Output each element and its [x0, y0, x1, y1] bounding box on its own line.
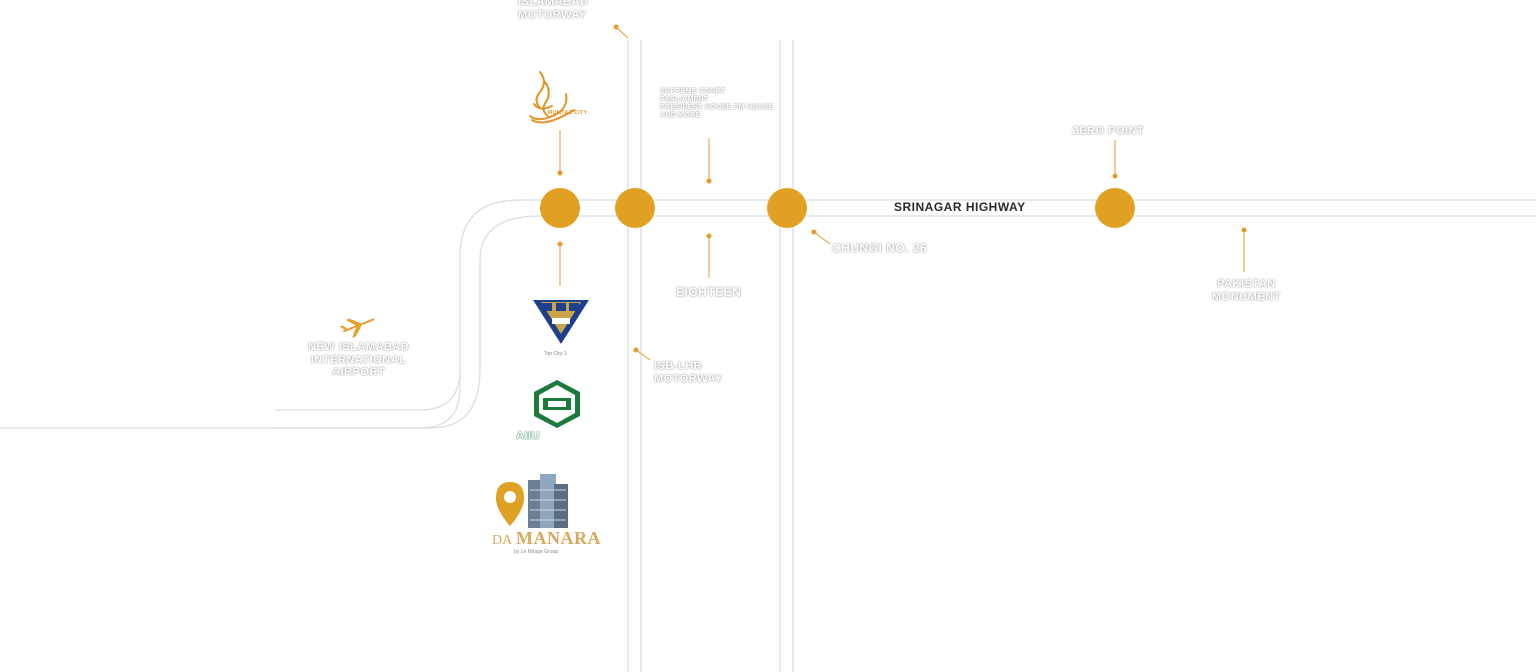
zero-point-label: ZERO POINT [1072, 125, 1145, 137]
isb-lhr-motorway-line-2: MOTORWAY [654, 372, 723, 385]
leader-mumtaz-dot [557, 170, 563, 176]
da-manara-manara-text: MANARA [516, 528, 601, 548]
leader-isb-motorway [615, 26, 629, 39]
supreme-court-label: SUPREME COURT PARLIAMENT PRESIDENT HOUSE… [660, 88, 773, 120]
airport-line-1: NEW ISLAMABAD [308, 341, 410, 353]
aiiu-text: AIIU [516, 430, 540, 442]
airport-road-edge-3 [275, 369, 461, 411]
isb-lhr-motorway-line-1: ISB-LHR [654, 360, 703, 372]
leader-chungi [813, 231, 831, 245]
isb-lhr-motorway-label: ISB-LHR MOTORWAY [654, 360, 723, 385]
chungi-label: CHUNGI NO. 26 [832, 241, 928, 255]
airport-label: NEW ISLAMABAD INTERNATIONAL AIRPORT [308, 341, 409, 379]
leader-zero-point-dot [1112, 173, 1118, 179]
da-manara-logo [496, 474, 568, 528]
supreme-court-line-4: AND MORE [660, 112, 701, 120]
leader-lhr-motorway-dot [633, 347, 639, 353]
leader-lhr-motorway [635, 349, 651, 361]
leader-eighteen-dot [706, 233, 712, 239]
airport-line-2: INTERNATIONAL [310, 353, 407, 366]
top-city-logo [533, 300, 589, 344]
supreme-court-line-3: PRESIDENT HOUSE PM HOUSE [660, 104, 774, 112]
da-manara-subtext: by Le Mirage Group [514, 549, 559, 555]
leader-topcity-dot [557, 241, 563, 247]
leader-supreme-court-dot [706, 178, 712, 184]
leader-monument-dot [1241, 227, 1247, 233]
leader-chungi-dot [811, 229, 817, 235]
airport-line-3: AIRPORT [332, 366, 386, 379]
islamabad-motorway-label: ISLAMABAD MOTORWAY [518, 0, 589, 21]
srinagar-highway-label: SRINAGAR HIGHWAY [894, 200, 1026, 214]
airport-road-outer [0, 199, 1536, 429]
pakistan-monument-label: PAKISTAN MONUMENT [1212, 278, 1281, 303]
mumtaz-city-text: MUMTAZ CITY [548, 110, 588, 116]
top-city-text: Top City-1 [544, 351, 567, 357]
node-chungi[interactable] [767, 188, 807, 228]
node-zero-point[interactable] [1095, 188, 1135, 228]
node-mumtaz-city[interactable] [540, 188, 580, 228]
islamabad-motorway-line-1: ISLAMABAD [518, 0, 589, 8]
mumtaz-city-logo [529, 71, 575, 124]
da-manara-da-text: DA [492, 533, 513, 548]
aiiu-logo [534, 380, 580, 428]
airport-road-edge-2 [275, 215, 1536, 429]
supreme-court-line-1: SUPREME COURT [660, 88, 726, 95]
eighteen-label: EIGHTEEN [676, 285, 742, 299]
airplane-icon [339, 318, 375, 338]
node-motorway[interactable] [615, 188, 655, 228]
leader-isb-motorway-dot [613, 24, 619, 30]
pakistan-monument-line-1: PAKISTAN [1217, 278, 1276, 290]
islamabad-motorway-line-2: MOTORWAY [518, 8, 587, 21]
pakistan-monument-line-2: MONUMENT [1212, 290, 1281, 303]
supreme-court-line-2: PARLIAMENT [660, 96, 709, 104]
